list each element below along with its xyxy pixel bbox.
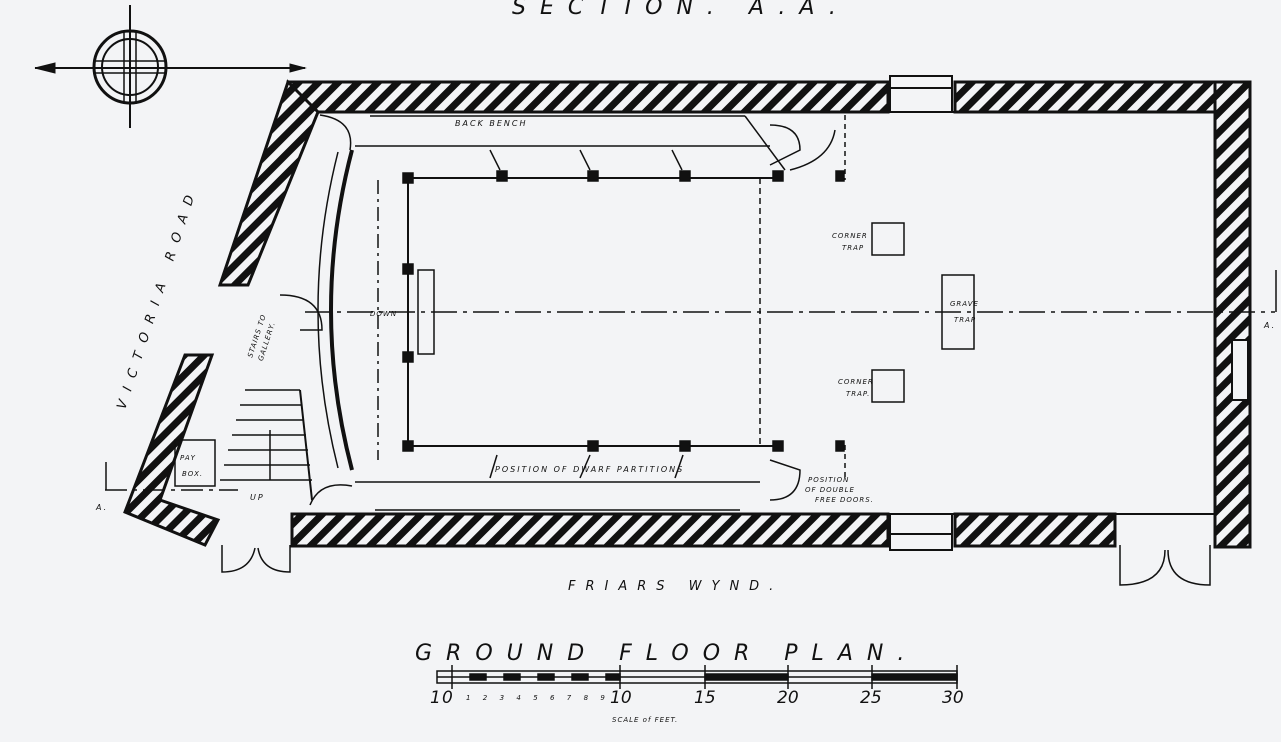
scale-tick-15: 15 [694,688,716,708]
scale-minor-tick: 6 [550,694,555,702]
section-heading: SECTION. A.A. [512,0,850,20]
compass-rose-icon [34,5,307,128]
scale-tick-30: 30 [942,688,964,708]
corner-trap-top-label-2: TRAP [842,244,864,252]
scale-minor-tick: 4 [516,694,520,702]
scale-tick-25: 25 [860,688,882,708]
corner-trap-top-label: CORNER [832,232,868,240]
scale-minor-tick: 9 [600,694,605,702]
grave-trap-label: GRAVE [950,300,979,308]
double-doors-label-1: POSITION [808,476,849,484]
down-label: DOWN [370,310,397,318]
section-marker-right: A. [1263,321,1276,330]
scale-tick-1: 1 [430,688,441,708]
inner-wall-line [292,111,1216,515]
corner-trap-bottom-label-2: TRAP. [846,390,870,398]
wall-outline [123,79,1252,549]
window-openings [889,75,1249,551]
scale-minor-tick: 1 [466,694,470,702]
hall-interior [105,114,1277,586]
double-doors-label-3: FREE DOORS. [815,496,874,504]
pay-box-label: PAY [180,454,196,462]
scale-minor-tick: 7 [567,694,572,702]
scale-caption: SCALE of FEET. [612,716,678,724]
double-doors-label-2: OF DOUBLE [805,486,855,494]
scale-minor-tick: 3 [500,694,504,702]
grave-trap-label-2: TRAP [954,316,976,324]
scale-minor-tick: 2 [483,694,488,702]
dwarf-partitions-label: POSITION OF DWARF PARTITIONS [495,465,684,474]
scale-tick-10: 10 [610,688,632,708]
scale-tick-0: 0 [442,688,453,708]
pay-box-label-2: BOX. [182,470,203,478]
back-bench-label: BACK BENCH [455,119,527,128]
scale-bar [436,665,958,689]
up-label: UP [250,493,265,502]
plan-title: GROUND FLOOR PLAN. [415,641,918,666]
scale-minor-tick: 8 [584,694,589,702]
scale-tick-20: 20 [777,688,799,708]
scale-minor-tick: 5 [533,694,538,702]
corner-trap-bottom-label: CORNER [838,378,874,386]
section-marker-left: A. [95,503,108,512]
friars-wynd-label: FRIARS WYND. [568,579,783,594]
